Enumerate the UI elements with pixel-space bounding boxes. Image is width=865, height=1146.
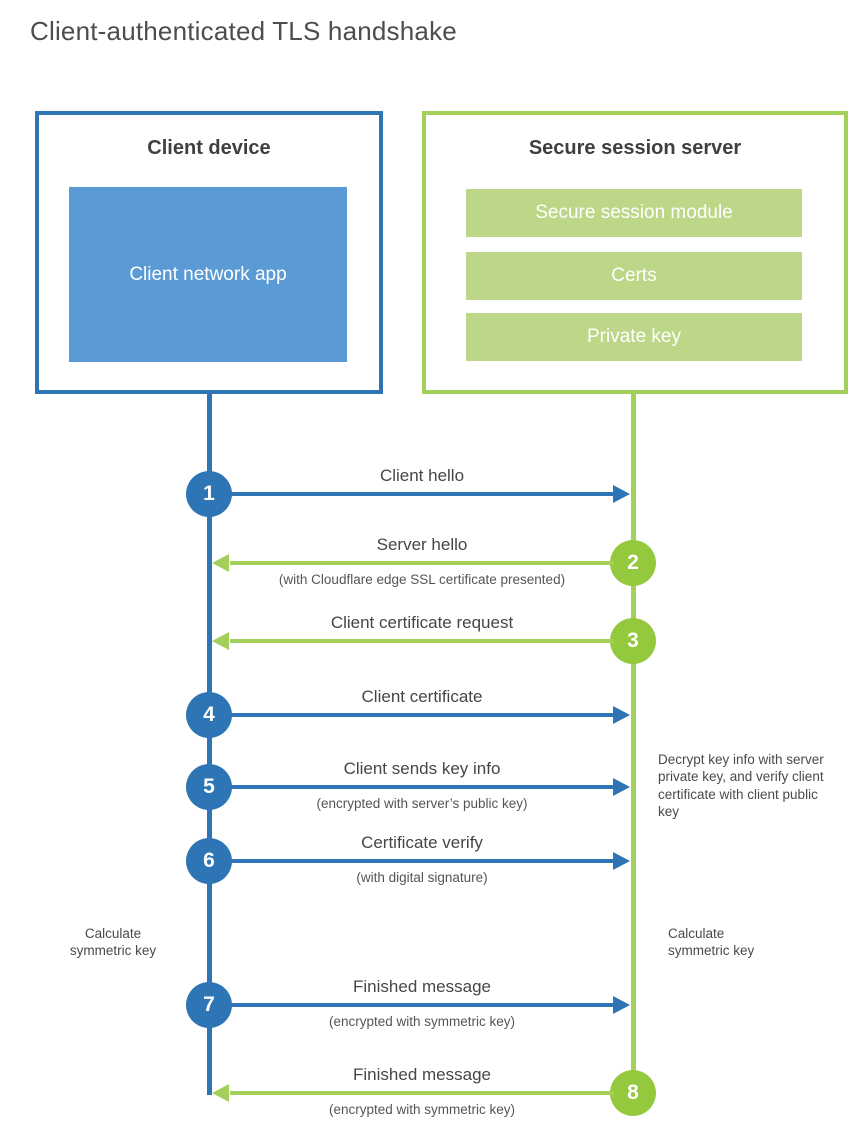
step-6-label: Certificate verify: [361, 833, 483, 852]
step-3-arrow-line: [230, 639, 614, 643]
step-1-badge: 1: [186, 471, 232, 517]
step-5-badge: 5: [186, 764, 232, 810]
step-4-badge: 4: [186, 692, 232, 738]
private-key-bar: Private key: [466, 313, 802, 361]
arrow-left-icon: [212, 1084, 229, 1102]
step-1-arrow-line: [230, 492, 614, 496]
arrow-right-icon: [613, 996, 630, 1014]
step-8-label: Finished message: [353, 1065, 491, 1084]
secure-session-server-box: Secure session server Secure session mod…: [422, 111, 848, 394]
page-title: Client-authenticated TLS handshake: [30, 16, 457, 46]
calculate-symmetric-key-server-note: Calculate symmetric key: [668, 926, 755, 959]
calculate-symmetric-key-client-note: Calculate symmetric key: [69, 926, 157, 959]
step-5-sublabel: (encrypted with server’s public key): [316, 796, 528, 811]
step-7-badge: 7: [186, 982, 232, 1028]
secure-session-module-bar: Secure session module: [466, 189, 802, 237]
step-7-label: Finished message: [353, 977, 491, 996]
client-lifeline: [207, 393, 212, 1095]
arrow-right-icon: [613, 485, 630, 503]
arrow-right-icon: [613, 706, 630, 724]
step-6-sublabel: (with digital signature): [356, 870, 488, 885]
step-6-arrow-line: [230, 859, 614, 863]
arrow-left-icon: [212, 554, 229, 572]
step-8-sublabel: (encrypted with symmetric key): [328, 1102, 516, 1117]
step-5-arrow-line: [230, 785, 614, 789]
step-8-badge: 8: [610, 1070, 656, 1116]
client-network-app-label: Client network app: [129, 263, 287, 285]
step-1-label: Client hello: [379, 466, 465, 485]
server-lifeline: [631, 393, 636, 1093]
step-2-label: Server hello: [376, 535, 468, 554]
client-device-box: Client device Client network app: [35, 111, 383, 394]
client-network-app-box: Client network app: [69, 187, 347, 362]
step-2-badge: 2: [610, 540, 656, 586]
step-3-label: Client certificate request: [330, 613, 514, 632]
step-6-badge: 6: [186, 838, 232, 884]
decrypt-key-note: Decrypt key info with server private key…: [658, 752, 824, 819]
arrow-right-icon: [613, 778, 630, 796]
secure-session-server-title: Secure session server: [528, 137, 742, 159]
step-2-arrow-line: [230, 561, 614, 565]
step-8-arrow-line: [230, 1091, 614, 1095]
client-device-title: Client device: [147, 137, 271, 159]
certs-bar: Certs: [466, 252, 802, 300]
arrow-right-icon: [613, 852, 630, 870]
step-5-label: Client sends key info: [343, 759, 501, 778]
arrow-left-icon: [212, 632, 229, 650]
step-7-arrow-line: [230, 1003, 614, 1007]
step-3-badge: 3: [610, 618, 656, 664]
step-2-sublabel: (with Cloudflare edge SSL certificate pr…: [278, 572, 566, 587]
step-4-arrow-line: [230, 713, 614, 717]
step-4-label: Client certificate: [361, 687, 483, 706]
step-7-sublabel: (encrypted with symmetric key): [328, 1014, 516, 1029]
